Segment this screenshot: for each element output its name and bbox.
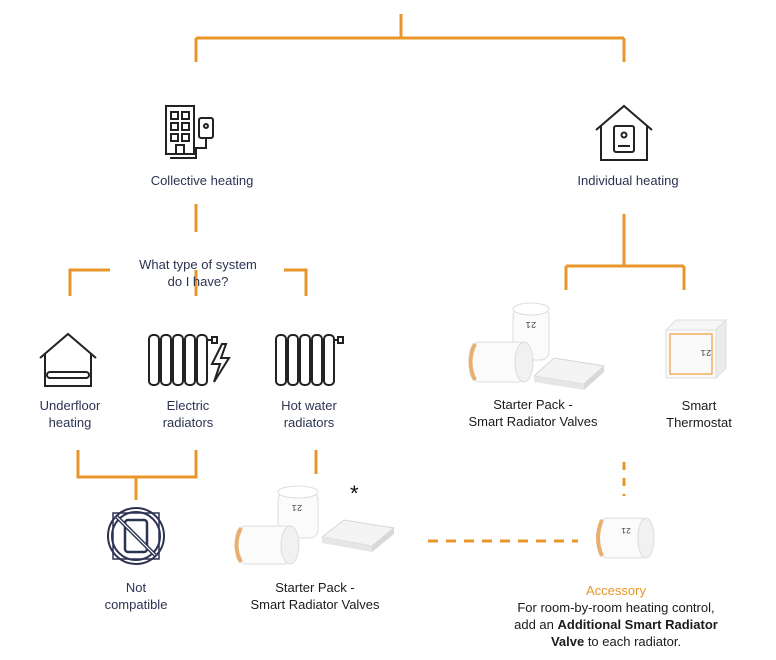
starter-pack-asterisk: * (350, 481, 359, 506)
question-line-2: do I have? (167, 274, 229, 289)
individual-heating-text: Individual heating (577, 173, 679, 188)
not-compatible-connector (76, 450, 198, 500)
accessory-line-2-bold: Additional Smart Radiator (557, 617, 718, 632)
question-line-1: What type of system (139, 257, 257, 272)
underfloor-heating-label: Underfloor heating (40, 397, 101, 431)
accessory-screen-text: 21 (621, 525, 631, 534)
accessory-line-1: For room-by-room heating control, (517, 600, 715, 615)
system-type-question: What type of system do I have? (139, 256, 257, 290)
connector-lines (68, 14, 686, 543)
starter-left-line-2: Smart Radiator Valves (250, 597, 380, 612)
not-compatible-label: Not compatible (105, 579, 168, 613)
hotwater-line-2: radiators (283, 415, 335, 430)
starter-pack-right-product: 21 (468, 302, 606, 390)
starter-left-line-1: Starter Pack - (275, 580, 355, 595)
not-compatible-icon (107, 507, 165, 565)
individual-down-connector (564, 214, 686, 290)
accessory-valve-product: 21 (596, 517, 655, 559)
collective-heating-label: Collective heating (151, 172, 254, 189)
accessory-line-3-post: to each radiator. (584, 634, 682, 649)
apartment-building-icon (165, 105, 214, 159)
accessory-title: Accessory (586, 583, 646, 598)
smart-thermostat-label: Smart Thermostat (666, 397, 732, 431)
valve-screen-text: 21 (292, 502, 303, 512)
accessory-line-3: Valve to each radiator. (514, 633, 718, 650)
individual-heating-label: Individual heating (577, 172, 678, 189)
accessory-line-2: add an Additional Smart Radiator (514, 616, 718, 633)
starter-pack-right-label: Starter Pack - Smart Radiator Valves (468, 396, 597, 430)
collective-heating-text: Collective heating (150, 173, 254, 188)
underfloor-line-1: Underfloor (39, 398, 101, 413)
accessory-line-3-bold: Valve (550, 634, 585, 649)
thermostat-screen-text: 21 (701, 347, 712, 357)
accessory-label: Accessory For room-by-room heating contr… (514, 582, 718, 650)
starter-pack-left-label: Starter Pack - Smart Radiator Valves (250, 579, 379, 613)
thermostat-line-2: Thermostat (666, 415, 732, 430)
smart-thermostat-product: 21 (664, 318, 728, 380)
electric-radiators-label: Electric radiators (163, 397, 214, 431)
root-connector (194, 14, 626, 62)
underfloor-line-2: heating (48, 415, 92, 430)
starter-right-line-2: Smart Radiator Valves (468, 414, 598, 429)
electric-line-2: radiators (162, 415, 214, 430)
house-boiler-icon (595, 104, 653, 161)
starter-pack-left-product: 21 (234, 485, 396, 565)
electric-radiator-icon (148, 334, 231, 386)
not-compatible-line-1: Not (125, 580, 147, 595)
accessory-line-2-pre: add an (514, 617, 558, 632)
hotwater-line-1: Hot water (281, 398, 337, 413)
thermostat-line-1: Smart (681, 398, 717, 413)
system-type-connector (68, 268, 308, 296)
electric-line-1: Electric (166, 398, 210, 413)
hot-water-radiators-label: Hot water radiators (281, 397, 337, 431)
not-compatible-line-2: compatible (104, 597, 168, 612)
hot-water-radiator-icon (275, 334, 344, 386)
underfloor-heating-icon (39, 332, 97, 387)
valve-screen-text-right: 21 (526, 319, 537, 329)
starter-right-line-1: Starter Pack - (493, 397, 573, 412)
